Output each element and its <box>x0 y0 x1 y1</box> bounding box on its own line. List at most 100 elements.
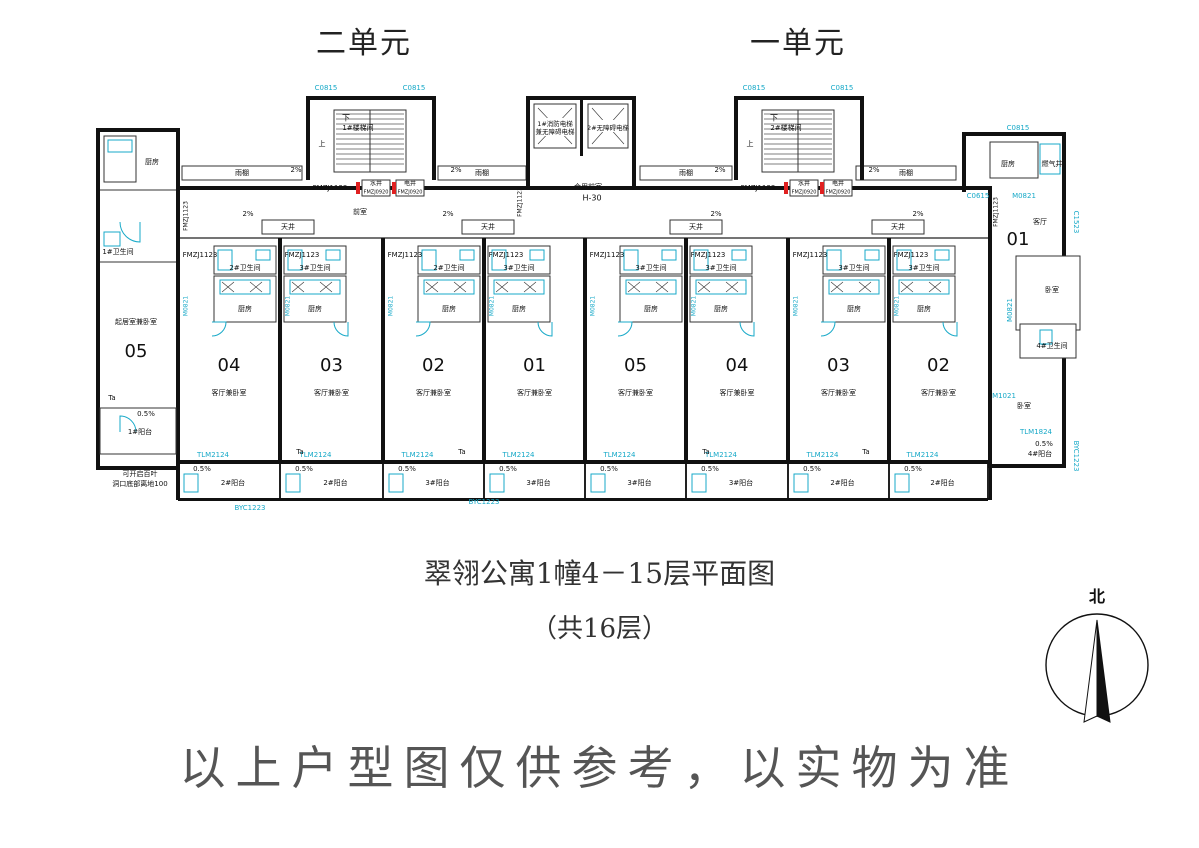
balcony-label: 3#阳台 <box>627 478 651 487</box>
door-code: FMZJ1123 <box>313 184 348 192</box>
window-code: TLM2124 <box>602 451 636 459</box>
light-well <box>261 219 315 235</box>
door-code: M0821 <box>590 296 597 317</box>
vent-cross <box>655 281 669 293</box>
wall <box>734 96 738 180</box>
wall <box>988 464 1066 468</box>
window-code: BYC1223 <box>234 504 265 512</box>
room-label: 卧室 <box>1017 401 1031 410</box>
heading-unit-1: 一单元 <box>750 26 846 61</box>
slope-label: 0.5% <box>398 465 416 473</box>
slope-label: 2% <box>290 166 301 174</box>
slope-label: 2% <box>442 210 453 218</box>
shower-fixture <box>421 249 437 271</box>
tag-label: Ta <box>861 448 869 456</box>
balcony-fixture <box>489 473 505 493</box>
door-code: FMZJ1123 <box>183 201 190 231</box>
shower-fixture <box>217 249 233 271</box>
bath-label: 3#卫生间 <box>838 263 869 272</box>
bath-label: 1#卫生间 <box>102 247 133 256</box>
window-code: C0615 <box>967 192 990 200</box>
label-mask <box>590 120 626 132</box>
door-code: FMZJ1123 <box>388 251 423 259</box>
wall <box>684 238 688 464</box>
room-label: 客厅兼卧室 <box>314 388 349 397</box>
tag-label: Ta <box>701 448 709 456</box>
slope-label: 0.5% <box>701 465 719 473</box>
wall <box>988 186 992 500</box>
bath-label: 3#卫生间 <box>635 263 666 272</box>
room-label: 客厅兼卧室 <box>416 388 451 397</box>
bath-label: 2#卫生间 <box>229 263 260 272</box>
bath-label: 3#卫生间 <box>503 263 534 272</box>
canopy-label: 雨棚 <box>475 168 489 177</box>
wall <box>583 238 587 464</box>
unit-number: 02 <box>927 355 950 376</box>
fire-door-marker <box>784 182 788 194</box>
vent-cross <box>291 281 305 293</box>
stair-up-label: 上 <box>319 139 326 148</box>
room-label: 客厅兼卧室 <box>821 388 856 397</box>
door-code: M0821 <box>388 296 395 317</box>
label-mask <box>536 118 574 136</box>
counter-fixture <box>107 139 133 153</box>
wall <box>962 132 966 192</box>
canopy <box>855 165 957 181</box>
bath-label: 3#卫生间 <box>299 263 330 272</box>
wall <box>432 96 436 180</box>
light-well-label: 天井 <box>281 222 295 231</box>
kitchen-label: 厨房 <box>1001 159 1015 168</box>
canopy-label: 雨棚 <box>235 168 249 177</box>
corridor-code: H-30 <box>582 194 601 203</box>
room-label: 客厅兼卧室 <box>517 388 552 397</box>
door-code: FMZJ1123 <box>489 251 524 259</box>
kitchen-label: 厨房 <box>644 304 658 313</box>
wall <box>176 128 180 468</box>
room-label: 客厅 <box>1033 217 1047 226</box>
wall <box>786 238 790 464</box>
wall <box>887 238 891 464</box>
kitchen-label: 厨房 <box>238 304 252 313</box>
window-code: BYC1223 <box>1072 440 1080 471</box>
kitchen-label: 厨房 <box>308 304 322 313</box>
shower-fixture <box>287 249 303 271</box>
door-code: M1021 <box>992 392 1016 400</box>
unit-door-swing <box>617 321 633 337</box>
balcony-label: 3#阳台 <box>526 478 550 487</box>
labels: 2#卫生间厨房04客厅兼卧室FMZJ1123M0821TLM21242#阳台0.… <box>102 84 1080 512</box>
drawing-title: 翠翎公寓1幢4－15层平面图 <box>423 557 776 590</box>
door-code: FMZJ0920 <box>398 190 423 196</box>
slope-label: 2% <box>450 166 461 174</box>
kitchen-label: 厨房 <box>917 304 931 313</box>
counter-fixture <box>828 279 880 295</box>
compass-needle-right <box>1096 619 1111 723</box>
window-code: C0815 <box>831 84 854 92</box>
unit-number: 05 <box>624 355 647 376</box>
light-well <box>871 219 925 235</box>
balcony-label: 2#阳台 <box>221 478 245 487</box>
wall <box>96 128 180 132</box>
stair-up-label: 上 <box>747 139 754 148</box>
door-code: M0821 <box>285 296 292 317</box>
window-code: TLM2124 <box>196 451 230 459</box>
unit-door-swing <box>415 321 431 337</box>
shaft-label: 电井 <box>404 180 416 188</box>
door-code: FMZJ1123 <box>285 251 320 259</box>
front-room-label: 前室 <box>353 207 367 216</box>
bath-label: 3#卫生间 <box>705 263 736 272</box>
vent-cross <box>928 281 942 293</box>
shaft-label: 水井 <box>798 180 810 188</box>
wall <box>526 96 530 186</box>
bath-label: 3#卫生间 <box>908 263 939 272</box>
toilet-fixture <box>661 249 677 261</box>
wall <box>860 96 864 180</box>
disclaimer: 以上户型图仅供参考，以实物为准 <box>179 741 1020 795</box>
unit-door-swing <box>211 321 227 337</box>
counter-fixture <box>493 279 545 295</box>
bath-label: 4#卫生间 <box>1036 341 1067 350</box>
room-label: 客厅兼卧室 <box>720 388 755 397</box>
stair-down-label: 下 <box>342 114 350 123</box>
wall <box>306 96 310 180</box>
unit-number: 03 <box>320 355 343 376</box>
